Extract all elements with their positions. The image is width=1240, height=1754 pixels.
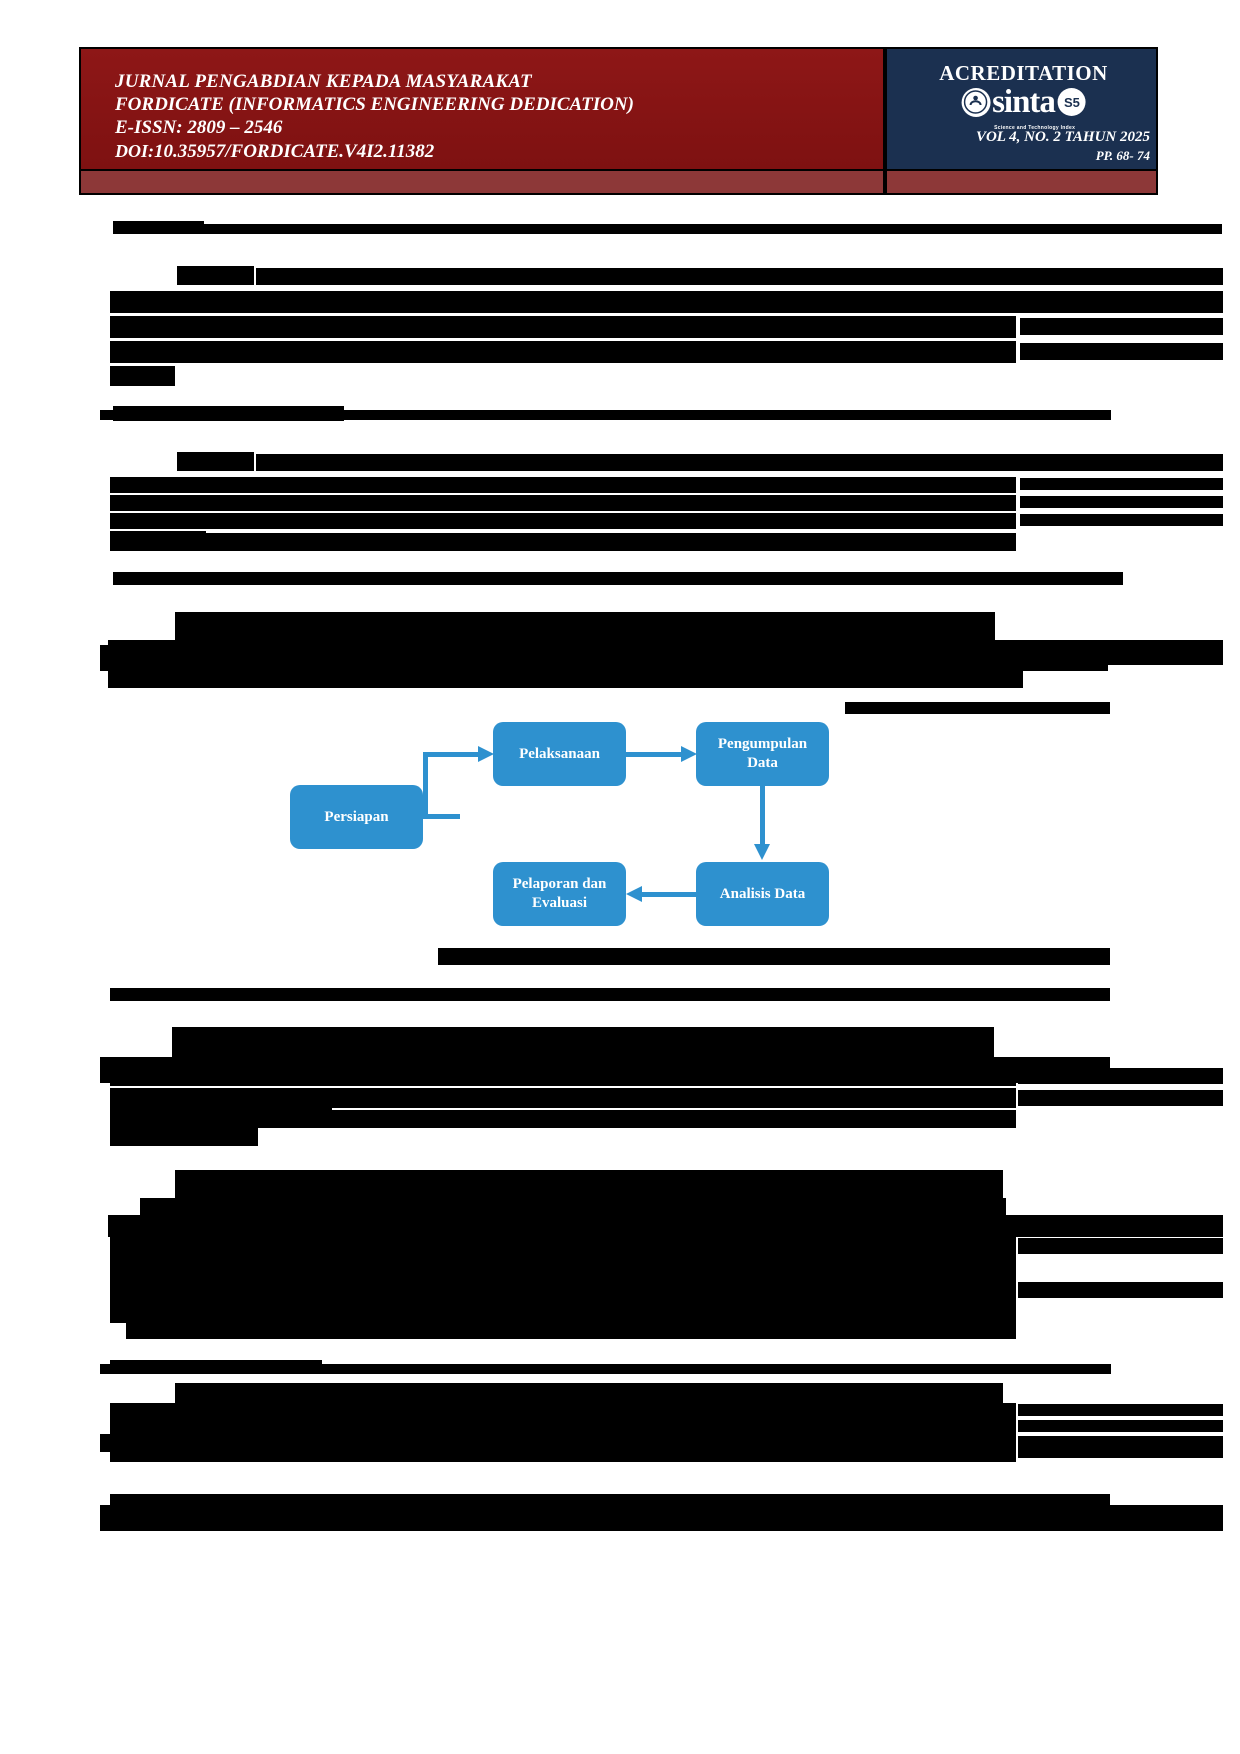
sinta-subtitle: Science and Technology Index: [994, 125, 1076, 131]
flow-node-pelaksanaan[interactable]: Pelaksanaan: [493, 722, 626, 786]
doi-label: DOI:: [115, 141, 154, 161]
sinta-rank-badge: S5: [1057, 88, 1086, 116]
flow-node-analisis-data[interactable]: Analisis Data: [696, 862, 829, 926]
flow-edge-persiapan-pelaksanaan-v: [423, 754, 428, 819]
flow-arrowhead-pengumpulan: [681, 746, 697, 762]
header-left-panel: JURNAL PENGABDIAN KEPADA MASYARAKAT FORD…: [79, 47, 885, 171]
flow-arrowhead-pelaksanaan: [478, 746, 494, 762]
journal-header: JURNAL PENGABDIAN KEPADA MASYARAKAT FORD…: [79, 47, 1158, 195]
journal-title-line1: JURNAL PENGABDIAN KEPADA MASYARAKAT: [115, 71, 532, 92]
header-right-stripe: [885, 171, 1158, 195]
flow-edge-pelaksanaan-pengumpulan: [626, 752, 682, 757]
flow-node-pengumpulan-data[interactable]: Pengumpulan Data: [696, 722, 829, 786]
flow-edge-pengumpulan-analisis: [760, 786, 765, 846]
doi-value: 10.35957/FORDICATE.V4I2.11382: [154, 141, 435, 162]
flow-node-pelaporan-evaluasi[interactable]: Pelaporan dan Evaluasi: [493, 862, 626, 926]
flow-edge-persiapan-pelaksanaan-h2: [423, 752, 480, 757]
journal-doi: DOI:10.35957/FORDICATE.V4I2.11382: [115, 141, 434, 163]
page-range: PP. 68- 74: [1095, 148, 1150, 163]
flow-node-persiapan[interactable]: Persiapan: [290, 785, 423, 849]
flow-arrowhead-analisis: [754, 844, 770, 860]
journal-eissn: E-ISSN: 2809 – 2546: [115, 117, 283, 138]
sinta-emblem-icon: [961, 87, 991, 117]
accreditation-label: ACREDITATION: [939, 61, 1108, 85]
flow-edge-persiapan-pelaksanaan-h1: [423, 814, 460, 819]
flow-node-pelaporan-evaluasi-label: Pelaporan dan Evaluasi: [512, 876, 607, 911]
flow-edge-analisis-pelaporan: [642, 892, 697, 897]
flow-arrowhead-pelaporan: [626, 886, 642, 902]
header-left-stripe: [79, 171, 885, 195]
methodology-flowchart: Persiapan Pelaksanaan Pengumpulan Data A…: [290, 710, 850, 950]
journal-title-line2: FORDICATE (INFORMATICS ENGINEERING DEDIC…: [115, 94, 634, 115]
volume-info: VOL 4, NO. 2 TAHUN 2025: [975, 129, 1150, 145]
